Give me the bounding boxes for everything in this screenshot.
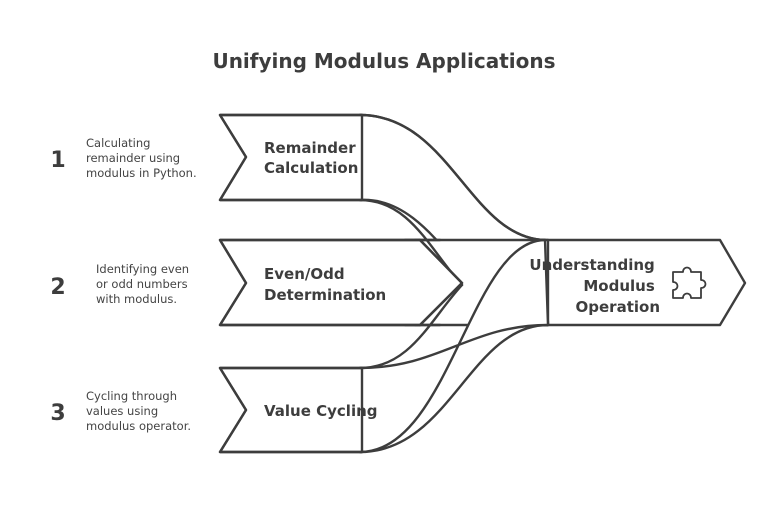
step-1-number: 1 [50,148,65,173]
connector-top-outer [358,113,547,242]
step-3-label: Value Cycling [264,402,378,420]
step-2-description: Identifying even or odd numbers with mod… [96,262,193,306]
step-3-description: Cycling through values using modulus ope… [86,389,191,433]
step-2-label: Even/Odd Determination [264,265,386,304]
step-2-number: 2 [50,275,65,300]
step-1-description: Calculating remainder using modulus in P… [86,136,197,180]
step-3-shape [218,366,364,454]
puzzle-piece-icon [672,266,707,299]
step-1-label: Remainder Calculation [264,139,361,177]
connector-bottom-outer [358,323,550,454]
connector-bottom-inner [358,283,464,370]
step-3-number: 3 [50,401,65,426]
page-title: Unifying Modulus Applications [212,49,555,73]
result-label: Understanding Modulus Operation [529,256,660,316]
step-1-shape [218,113,364,202]
step-2-shape [218,238,464,327]
